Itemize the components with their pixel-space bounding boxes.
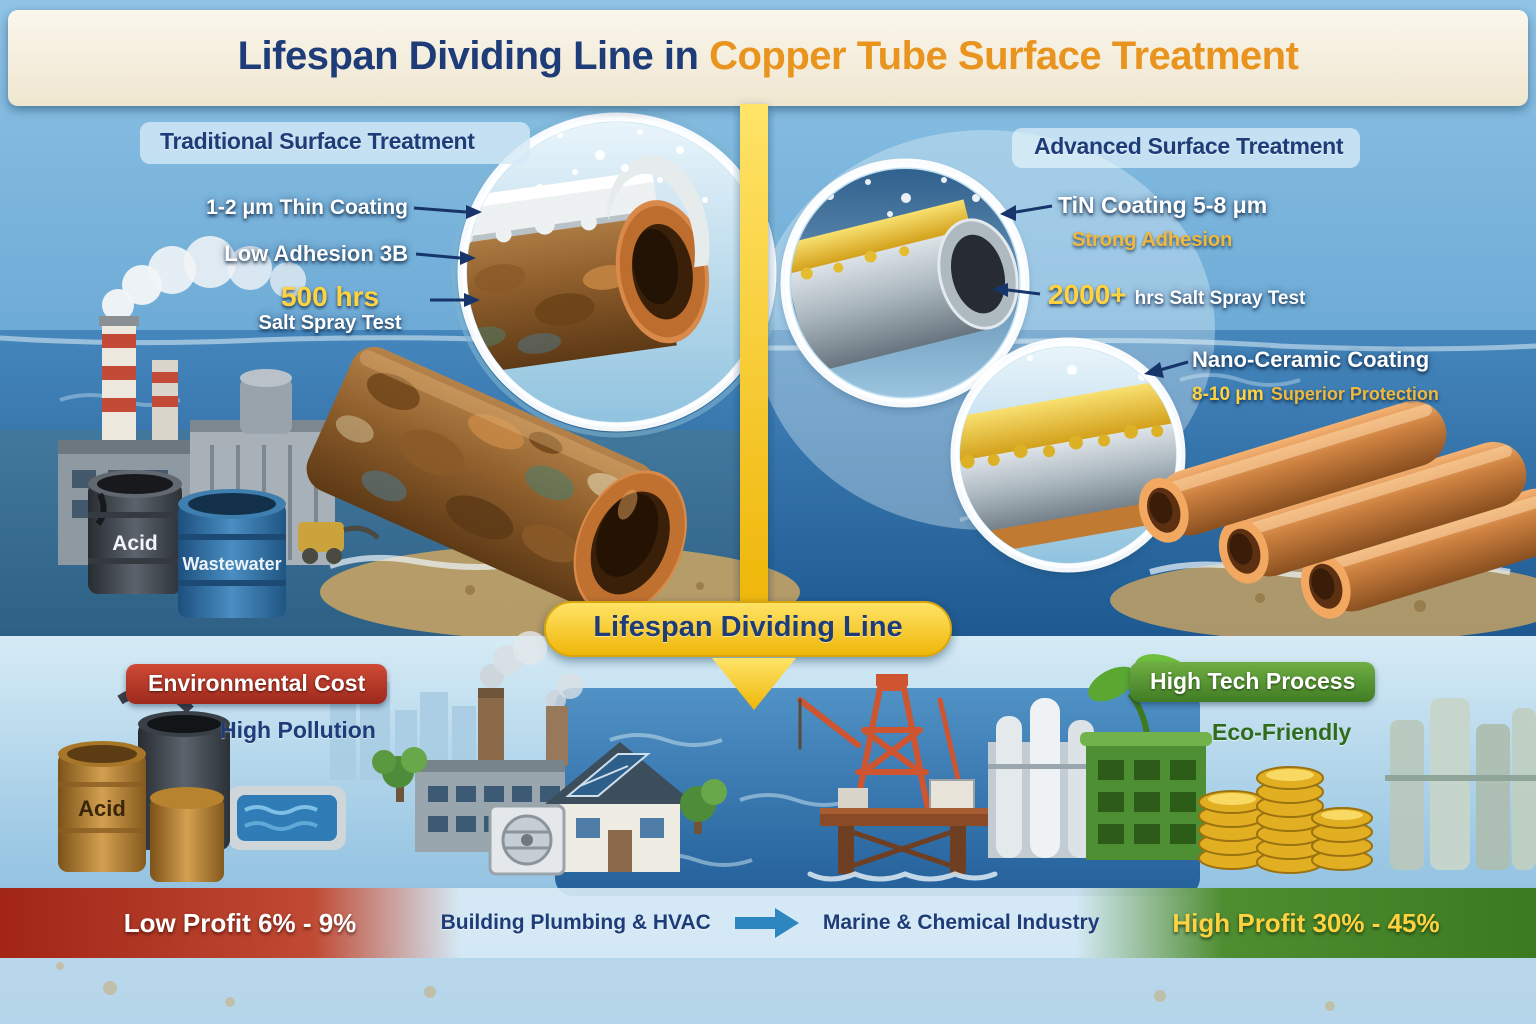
left-callout-arrows — [413, 205, 482, 307]
left-salt-spray: 500 hrs Salt Spray Test — [235, 281, 425, 335]
nano-protection-label: Superior Protection — [1270, 384, 1439, 404]
high-profit-label: High Profit 30% - 45% — [1172, 908, 1440, 938]
right-salt-spray-label: hrs Salt Spray Test — [1134, 288, 1306, 309]
left-salt-spray-label: Salt Spray Test — [258, 312, 402, 335]
watercolor-speckles — [56, 962, 1335, 1011]
acid-barrel: Acid — [88, 470, 182, 594]
inset-traditional-content — [467, 122, 767, 422]
left-header-band — [140, 122, 530, 164]
corroded-pipe — [306, 346, 687, 616]
left-salt-spray-value: 500 hrs — [280, 281, 380, 312]
waste-barrels-bottom: Acid — [58, 684, 230, 882]
divider-banner-shape — [544, 601, 952, 657]
callout-thin-coating: 1-2 μm Thin Coating — [206, 196, 408, 219]
pump-unit — [298, 522, 380, 564]
callout-low-adhesion: Low Adhesion 3B — [224, 241, 408, 266]
right-salt-spray-value: 2000+ — [1048, 279, 1127, 310]
callout-nano-coating: Nano-Ceramic Coating — [1192, 347, 1430, 372]
title-lead: Lifespan Dividing Line in — [237, 34, 699, 78]
callout-strong-adhesion: Strong Adhesion — [1072, 229, 1233, 251]
divider-line — [740, 104, 768, 610]
right-callout-arrows — [992, 204, 1189, 378]
acid-barrel-bottom-label: Acid — [78, 796, 126, 821]
smoke-puffs — [102, 236, 306, 321]
page-title: Lifespan Dividing Line in Copper Tube Su… — [0, 34, 1536, 79]
eco-building — [1080, 654, 1212, 860]
right-salt-spray: 2000+ hrs Salt Spray Test — [1048, 279, 1305, 310]
right-panel-header: Advanced Surface Treatment — [1034, 133, 1344, 159]
band-green — [1076, 888, 1536, 958]
gold-coins — [1198, 766, 1373, 874]
band-center: Building Plumbing & HVAC Marine & Chemic… — [435, 888, 1105, 958]
high-tech-banner: High Tech Process — [1130, 662, 1376, 702]
high-pollution-label: High Pollution — [220, 717, 376, 743]
right-tanks — [1385, 698, 1536, 870]
title-strip — [8, 10, 1528, 106]
divider-banner-label: Lifespan Dividing Line — [593, 611, 903, 643]
left-panel-header: Traditional Surface Treatment — [160, 128, 475, 154]
divider-arrow-down — [712, 658, 796, 710]
nano-thickness-value: 8-10 μm — [1192, 384, 1264, 405]
wastewater-barrel-label: Wastewater — [182, 554, 281, 574]
tree — [372, 747, 427, 802]
wastewater-barrel: Wastewater — [178, 489, 286, 618]
environmental-cost-banner: Environmental Cost — [126, 664, 388, 704]
acid-barrel-label: Acid — [112, 532, 158, 555]
salt-spray-speckles-right — [826, 177, 980, 217]
callout-tin-coating: TiN Coating 5-8 μm — [1058, 192, 1268, 218]
copper-tubes — [1138, 400, 1536, 619]
low-profit-label: Low Profit 6% - 9% — [123, 908, 357, 938]
treatment-pool — [228, 786, 346, 850]
marine-chemical-label: Marine & Chemical Industry — [822, 911, 1100, 934]
eco-friendly-label: Eco-Friendly — [1212, 719, 1352, 745]
oil-rig — [797, 674, 998, 882]
title-accent: Copper Tube Surface Treatment — [709, 34, 1299, 78]
plumbing-hvac-label: Building Plumbing & HVAC — [440, 911, 711, 934]
house-hvac — [488, 742, 695, 876]
right-arrow-icon — [734, 908, 799, 938]
callout-nano-sub: 8-10 μm Superior Protection — [1192, 384, 1439, 405]
bottom-bands: Low Profit 6% - 9% Building Plumbing & H… — [0, 888, 1536, 958]
tree-right — [680, 779, 727, 834]
band-red — [0, 888, 460, 958]
inset-tin-content — [791, 169, 1019, 397]
right-header-band — [1012, 128, 1360, 168]
